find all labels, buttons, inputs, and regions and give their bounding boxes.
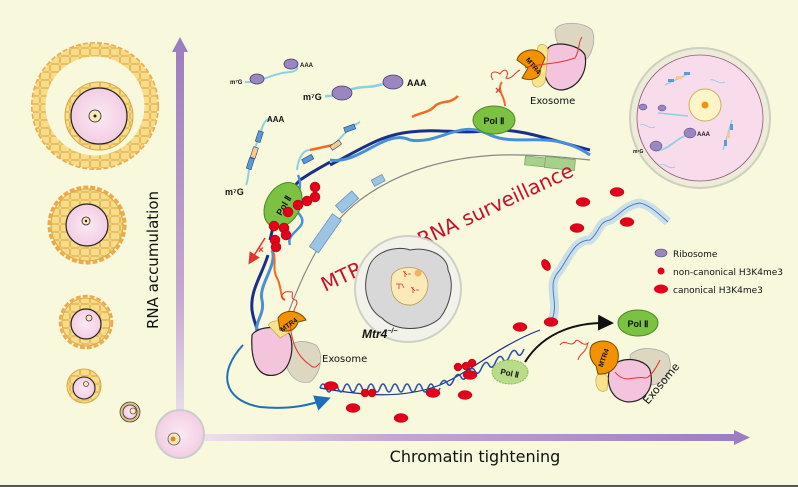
polya-label: AAA <box>697 132 711 138</box>
canonical-h3k4me3-marks <box>323 187 635 423</box>
noncanonical-h3k4me3-icon <box>657 267 665 275</box>
chromatin-open <box>547 198 671 322</box>
mtr4-exosome-right[interactable]: MTR4 Exosome <box>559 339 682 407</box>
mtr4-exosome-left[interactable]: MTR4 Exosome <box>251 311 368 383</box>
free-rna-fragment <box>411 95 459 119</box>
cap-label: m⁷G <box>225 187 244 197</box>
y-axis-arrowhead-icon <box>172 37 188 52</box>
follicle-primary <box>66 368 102 404</box>
x-axis-arrowhead-icon <box>734 430 750 445</box>
legend-item-ribosome: Ribosome <box>654 248 718 260</box>
follicle-primordial <box>119 401 141 423</box>
follicle-secondary <box>47 185 127 265</box>
y-axis-line <box>176 50 184 430</box>
legend-label: canonical H3K4me3 <box>673 286 763 296</box>
pol2-label: Pol Ⅱ <box>484 116 505 126</box>
legend-label: Ribosome <box>673 250 718 260</box>
pol2-label: Pol Ⅱ <box>500 367 520 380</box>
polya-label: AAA <box>300 63 314 69</box>
mrna-ribosome-large: m⁷G AAA <box>303 74 427 102</box>
chromatin-condensed <box>319 329 541 396</box>
transition-arrow-icon <box>226 344 331 411</box>
mrna-exons-vertical: AAA m⁷G <box>225 115 285 197</box>
nascent-rna-exons <box>296 121 361 171</box>
svg-text:×: × <box>258 245 264 256</box>
cell-mtr4-knockout: Mtr4−/− <box>354 235 462 343</box>
canonical-h3k4me3-icon <box>654 284 668 294</box>
exosome-label: Exosome <box>530 96 575 107</box>
legend-label: non-canonical H3K4me3 <box>673 268 783 278</box>
x-axis-line <box>195 434 735 441</box>
cap-label: m⁷G <box>303 92 322 102</box>
nascent-rna <box>498 81 506 107</box>
x-axis-label: Chromatin tightening <box>390 447 561 466</box>
x-axis <box>195 430 750 445</box>
legend-item-noncanonical: non-canonical H3K4me3 <box>657 267 783 278</box>
pol2-complex-bottom[interactable]: Pol Ⅱ <box>491 359 529 385</box>
follicle-large <box>31 42 159 170</box>
noncanonical-h3k4me3-cluster <box>268 181 321 253</box>
pol2-label: Pol Ⅱ <box>628 319 649 329</box>
legend: Ribosome non-canonical H3K4me3 canonical… <box>654 248 783 296</box>
cell-mrna: m⁷G AAA <box>633 72 733 169</box>
blocked-transcription-arrow: × <box>248 237 266 265</box>
y-axis-label: RNA accumulation <box>144 191 162 329</box>
cell-normal: m⁷G AAA <box>629 47 771 189</box>
mtr4-exosome-top[interactable]: MTR4 Exosome <box>490 22 595 107</box>
cap-label: m⁷G <box>633 149 644 155</box>
ribosome-icon <box>654 248 668 258</box>
mrna-ribosome-small: m⁷G AAA <box>230 58 314 86</box>
gene-structure <box>279 154 591 336</box>
oocyte-origin <box>155 409 205 459</box>
polya-label: AAA <box>407 78 427 88</box>
legend-item-canonical: canonical H3K4me3 <box>654 284 763 296</box>
blocked-mark-icon: × <box>495 85 501 97</box>
follicle-early-secondary <box>58 294 114 350</box>
pol2-complex-released[interactable]: Pol Ⅱ <box>617 309 659 337</box>
exosome-label: Exosome <box>322 354 367 365</box>
cap-label: m⁷G <box>230 80 243 86</box>
pol2-complex-top[interactable]: Pol Ⅱ <box>472 105 516 135</box>
polya-label: AAA <box>267 115 285 124</box>
mutant-label: Mtr4−/− <box>362 327 397 341</box>
noncanonical-h3k4me3-marks <box>360 358 477 398</box>
release-arrow-icon <box>524 314 614 363</box>
y-axis <box>172 37 188 430</box>
dna-helix-active <box>250 127 591 346</box>
